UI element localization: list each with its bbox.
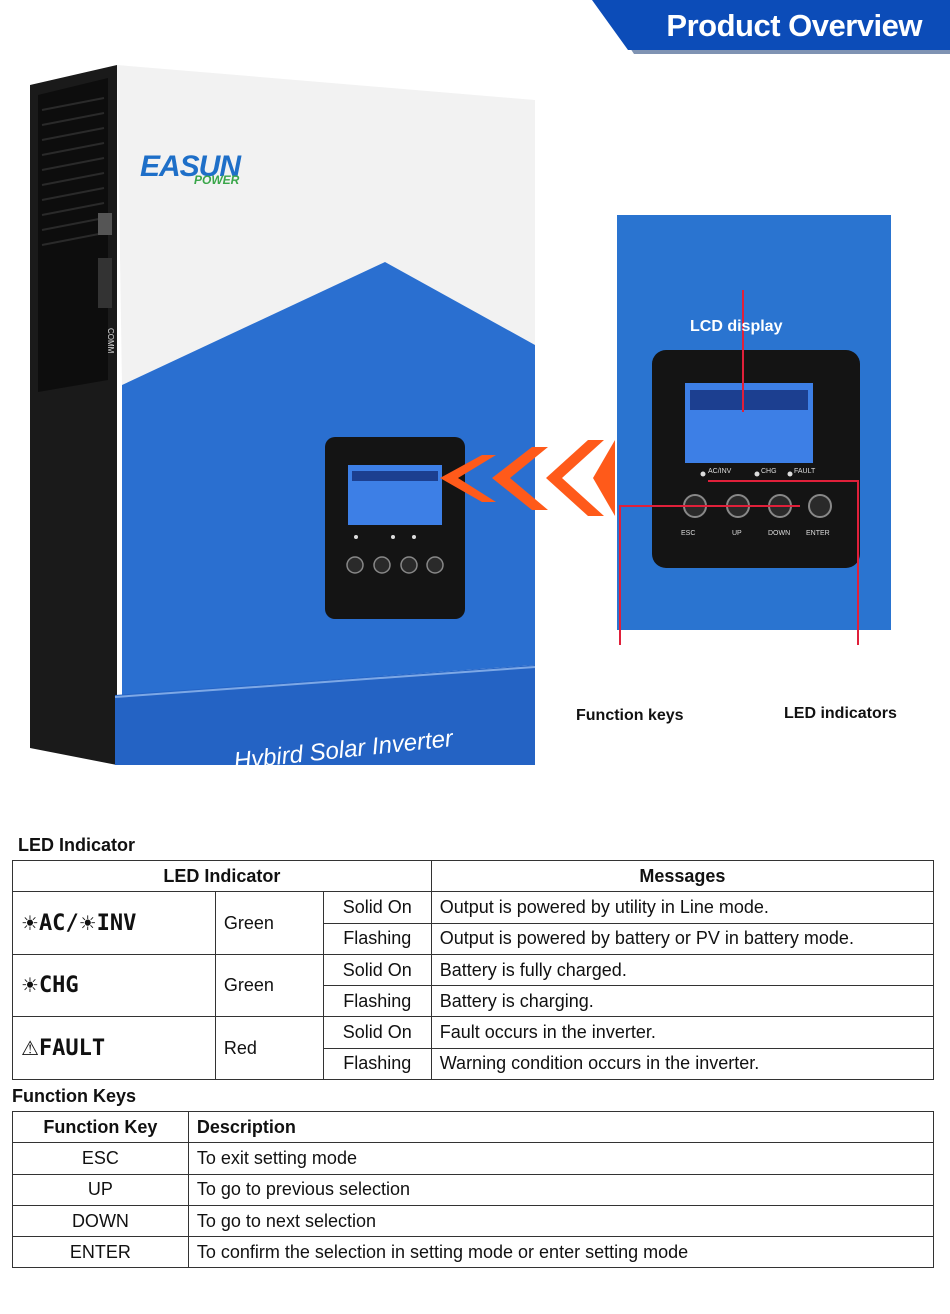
table-row: DOWN To go to next selection	[12, 1204, 935, 1238]
table-row: Flashing Output is powered by battery or…	[13, 922, 935, 955]
indicator-separator: /	[65, 910, 79, 936]
table-row: ESC To exit setting mode	[12, 1142, 935, 1175]
function-key: ESC	[12, 1142, 189, 1175]
header-description: Description	[187, 1110, 935, 1144]
indicator-color: Green	[214, 953, 324, 1018]
indicator-label: INV	[96, 910, 137, 936]
indicator-fault: ⚠FAULT	[12, 1016, 216, 1081]
table-row: UP To go to previous selection	[12, 1173, 935, 1206]
function-description: To go to previous selection	[187, 1173, 935, 1206]
table-row: ENTER To confirm the selection in settin…	[12, 1236, 935, 1269]
indicator-chg: ☀CHG	[12, 953, 216, 1018]
indicator-message: Fault occurs in the inverter.	[430, 1016, 935, 1049]
sun-icon: ☀	[78, 910, 97, 935]
function-key: UP	[12, 1173, 189, 1206]
brand-name: EASUN	[140, 150, 241, 183]
table-row: ☀CHG Green Solid On Battery is fully cha…	[12, 953, 935, 1018]
indicator-state: Solid On	[322, 891, 432, 924]
indicator-message: Battery is charging.	[430, 985, 935, 1018]
indicator-state: Flashing	[322, 1047, 432, 1081]
header-led-indicator: LED Indicator	[12, 859, 432, 893]
function-keys-title: Function Keys	[12, 1086, 137, 1106]
table-row: ⚠FAULT Red Solid On Fault occurs in the …	[12, 1016, 935, 1081]
brand-logo: EASUN POWER	[140, 150, 241, 187]
indicator-state: Flashing	[322, 922, 432, 955]
indicator-message: Battery is fully charged.	[430, 953, 935, 987]
sun-icon: ☀	[21, 973, 39, 998]
page-title: Product Overview	[666, 8, 922, 43]
function-description: To exit setting mode	[187, 1142, 935, 1175]
led-label-acinv: AC/INV	[708, 468, 732, 475]
callout-led-indicators: LED indicators	[784, 705, 897, 722]
table-header-row: LED Indicator Messages	[12, 859, 935, 893]
indicator-color: Green	[214, 891, 324, 955]
comm-port-label: COMM	[106, 328, 115, 354]
function-description: To confirm the selection in setting mode…	[187, 1236, 935, 1269]
brand-subtitle: POWER	[194, 173, 240, 187]
indicator-message: Output is powered by utility in Line mod…	[430, 891, 935, 924]
led-label-chg: CHG	[761, 468, 777, 475]
key-label-enter: ENTER	[806, 530, 830, 537]
header-function-key: Function Key	[12, 1110, 189, 1144]
table-row: Flashing Warning condition occurs in the…	[13, 1047, 935, 1081]
sun-icon: ☀	[21, 910, 39, 935]
key-label-down: DOWN	[768, 530, 791, 537]
indicator-state: Solid On	[322, 1016, 432, 1049]
function-key: ENTER	[12, 1236, 189, 1269]
led-label-fault: FAULT	[794, 468, 816, 475]
table-header-row: Function Key Description	[12, 1110, 935, 1144]
indicator-label: AC	[38, 910, 66, 936]
led-indicator-table: LED Indicator Messages ☀AC/☀INV Green So…	[12, 859, 935, 1081]
callout-function-keys: Function keys	[576, 707, 684, 724]
warning-icon: ⚠	[21, 1035, 39, 1060]
banner-shape	[592, 0, 950, 54]
function-keys-table: Function Key Description ESC To exit set…	[12, 1110, 935, 1269]
indicator-state: Solid On	[322, 953, 432, 987]
indicator-message: Warning condition occurs in the inverter…	[430, 1047, 935, 1081]
header-banner: Product Overview	[0, 0, 950, 58]
indicator-state: Flashing	[322, 985, 432, 1018]
indicator-label: CHG	[38, 973, 79, 999]
key-label-esc: ESC	[681, 530, 696, 537]
led-section-title: LED Indicator	[18, 835, 136, 855]
inverter-illustration	[30, 65, 891, 765]
key-label-up: UP	[732, 530, 742, 537]
callout-lcd-display: LCD display	[690, 318, 783, 335]
indicator-ac-inv: ☀AC/☀INV	[12, 891, 216, 955]
function-description: To go to next selection	[187, 1204, 935, 1238]
indicator-color: Red	[214, 1016, 324, 1081]
header-messages: Messages	[430, 859, 935, 893]
function-key: DOWN	[12, 1204, 189, 1238]
indicator-label: FAULT	[38, 1035, 106, 1061]
table-row: ☀AC/☀INV Green Solid On Output is powere…	[12, 891, 935, 955]
indicator-message: Output is powered by battery or PV in ba…	[430, 922, 935, 955]
product-figure: EASUN POWER COMM Hybird Solar Inverter E…	[0, 58, 950, 778]
